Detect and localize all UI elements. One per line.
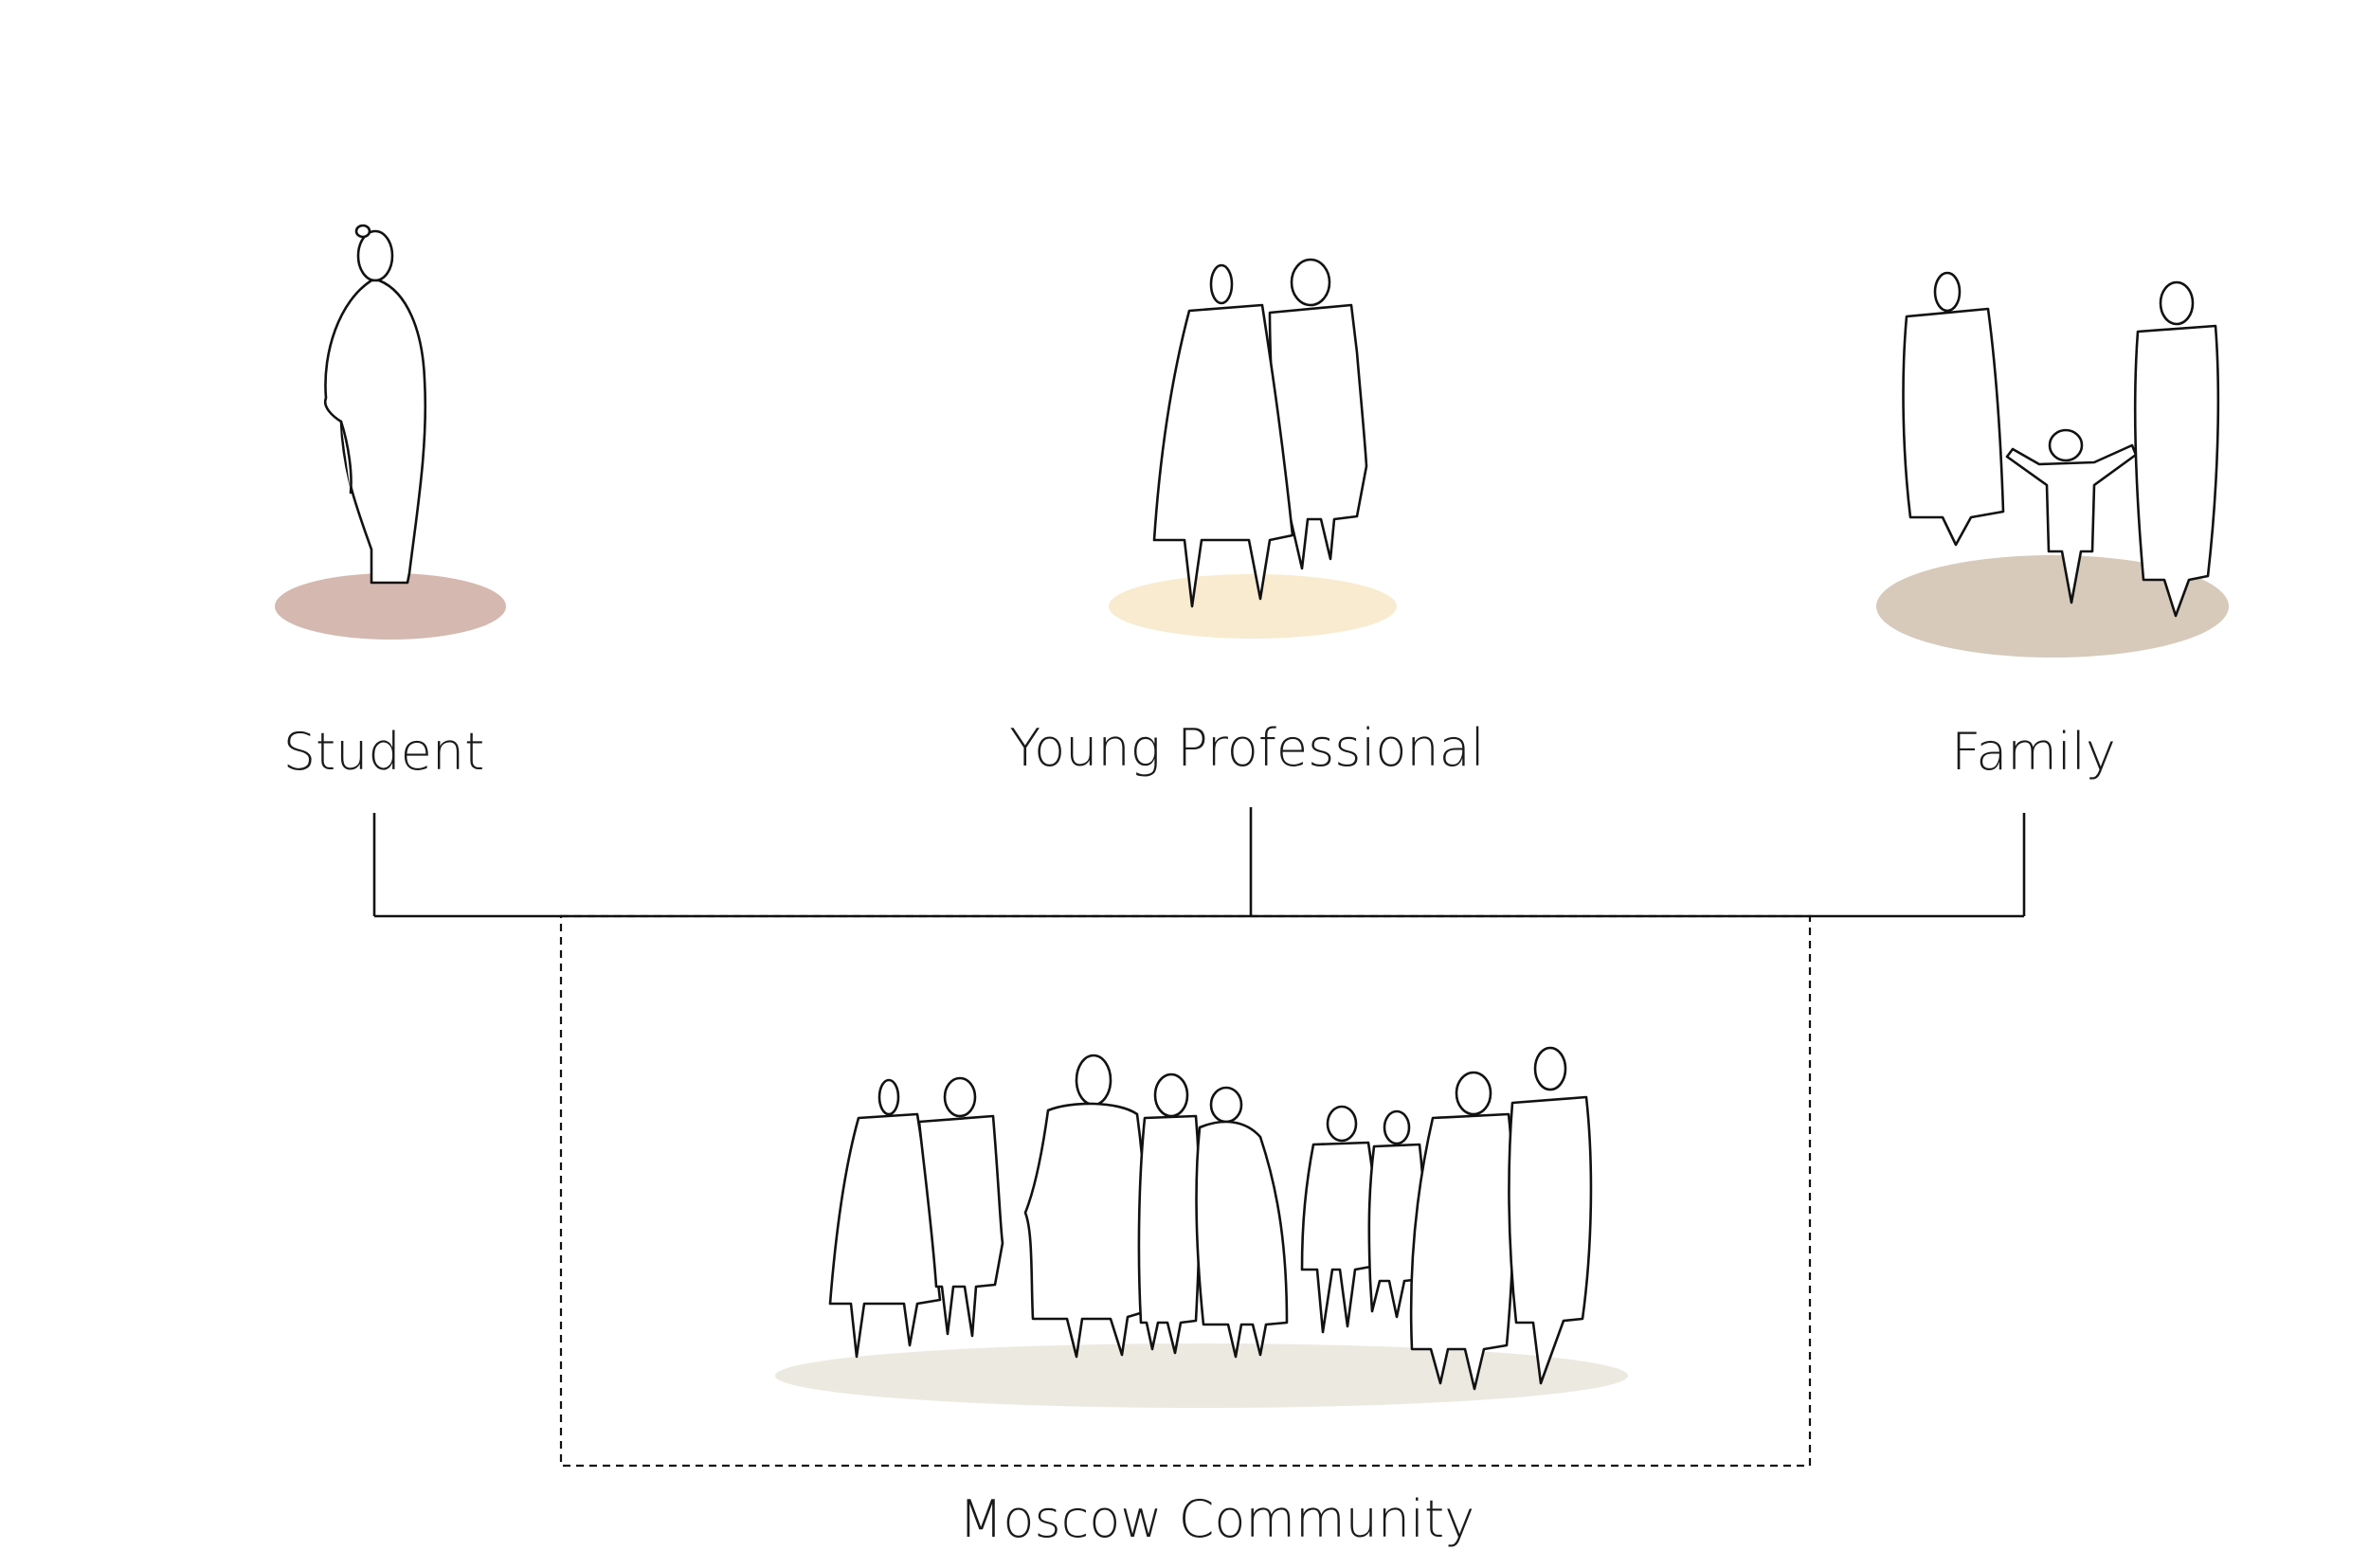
community-crowd <box>830 1048 1591 1389</box>
young-professional-figures <box>1154 260 1366 606</box>
young-professional-label: Young Professional <box>1009 718 1484 778</box>
young-professional-ground-shadow <box>1109 574 1397 639</box>
young-professional-group: Young Professional <box>1009 260 1484 778</box>
community-group: Moscow Community <box>561 916 1810 1549</box>
community-ground-shadow <box>775 1343 1628 1408</box>
community-label: Moscow Community <box>959 1489 1474 1549</box>
connector-lines <box>374 807 2024 916</box>
student-group: Student <box>275 225 506 782</box>
family-group: Family <box>1876 273 2229 782</box>
family-label: Family <box>1951 722 2116 782</box>
student-figure <box>325 225 425 583</box>
student-label: Student <box>283 722 485 782</box>
